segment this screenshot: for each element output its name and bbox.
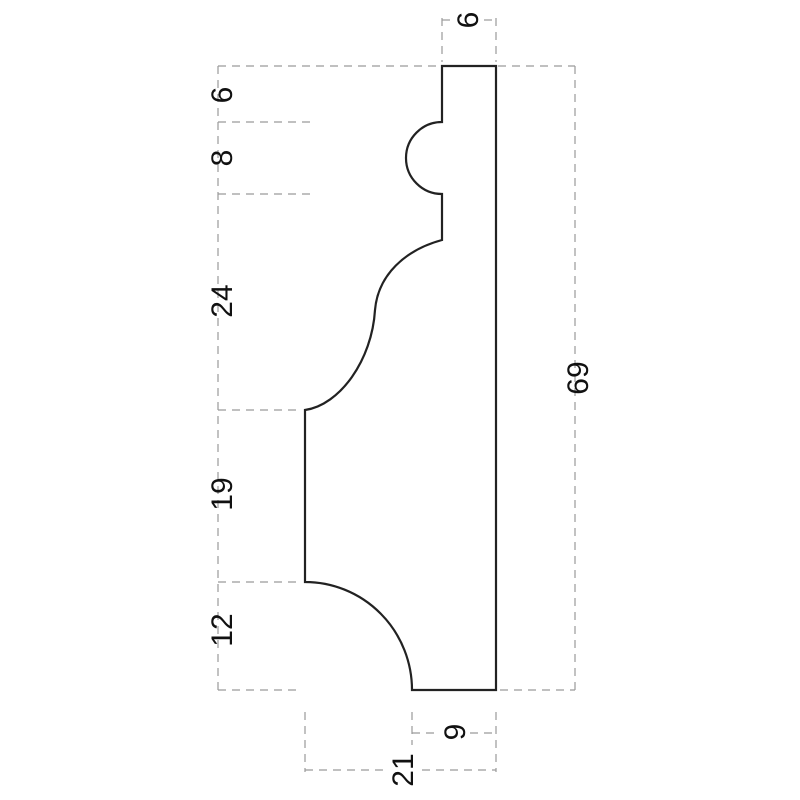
dimension-labels: 6 6 8 24 19 12 69 9 21 xyxy=(206,12,595,787)
dim-bottom-width: 9 xyxy=(439,724,472,741)
dim-segment-5: 12 xyxy=(206,613,239,646)
dim-overall-width: 21 xyxy=(387,753,420,786)
dim-overall-height: 69 xyxy=(562,361,595,394)
dimension-lines xyxy=(217,18,576,772)
dim-segment-1: 6 xyxy=(206,87,239,104)
dim-top-width: 6 xyxy=(452,12,485,29)
dim-segment-3: 24 xyxy=(206,284,239,317)
dim-segment-4: 19 xyxy=(206,477,239,510)
molding-profile xyxy=(303,64,498,692)
dim-segment-2: 8 xyxy=(206,150,239,167)
